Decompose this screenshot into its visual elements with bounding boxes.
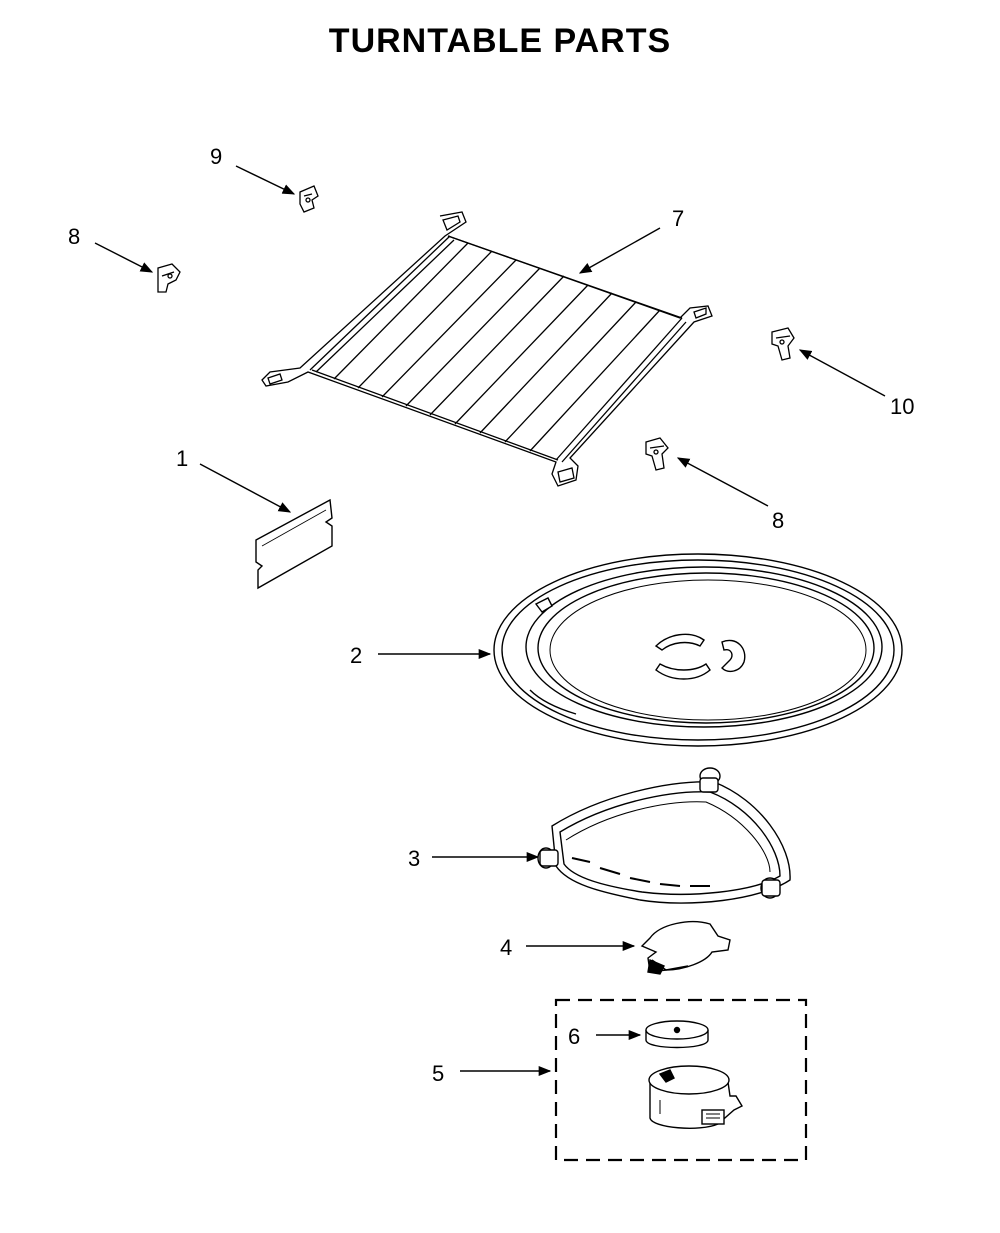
turntable-motor-icon [648,1065,743,1129]
clip-9-icon [299,185,319,213]
arrow-10 [798,349,886,397]
arrow-1 [199,463,292,513]
motor-cap-icon [645,1020,709,1049]
callout-2: 2 [350,643,363,668]
callout-3: 3 [408,846,421,871]
page-title: TURNTABLE PARTS [328,22,672,60]
callout-10: 10 [890,394,915,419]
callout-7: 7 [672,206,685,231]
callout-8-left: 8 [68,224,81,249]
roller-guide-icon [537,767,791,904]
arrow-7 [578,227,661,274]
callout-5: 5 [432,1061,445,1086]
wire-rack-icon [261,211,713,487]
callout-1: 1 [176,446,189,471]
coupler-icon [640,921,731,975]
arrow-8-left [94,242,154,273]
clip-10-icon [771,327,795,361]
callout-9: 9 [210,144,223,169]
arrow-8-right [676,457,769,507]
clip-8-left-icon [157,263,181,293]
arrow-9 [235,165,296,195]
callout-8-right: 8 [772,508,785,533]
waveguide-cover-icon [255,498,333,590]
callout-4: 4 [500,935,513,960]
motor-assembly-box [554,998,808,1162]
glass-tray-icon [493,553,903,747]
callout-6: 6 [568,1024,581,1049]
leader-arrows [94,165,886,1077]
clip-8-right-icon [645,437,669,471]
